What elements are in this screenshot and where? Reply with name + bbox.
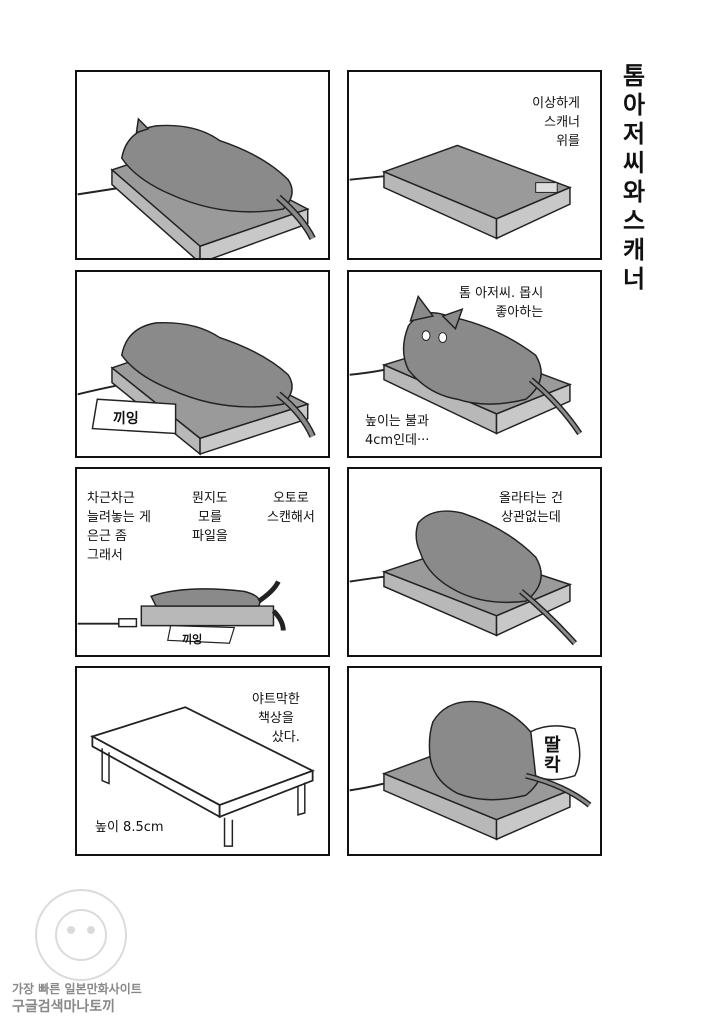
mascot-icon (35, 889, 127, 981)
watermark-logo (6, 880, 156, 1015)
panel-4: 톰 아저씨. 몹시 좋아하는 높이는 불과 4cm인데··· (347, 270, 602, 458)
panel-2-caption: 이상하게 스캐너 위를 (532, 96, 580, 149)
panel-7-caption: 야트막한 책상을 샀다. (252, 692, 300, 745)
panel-6: 올라타는 건 상관없는데 (347, 467, 602, 657)
panel-8: 딸 칵 (347, 666, 602, 856)
cat-on-back-illustration (349, 700, 592, 841)
panel-5-caption-col2: 뭔지도 모를 파일을 (192, 491, 228, 544)
panel-3-sound-effect: 끼잉 (113, 411, 139, 427)
panel-5-caption-col3: 오토로 스캔해서 (267, 491, 315, 525)
panel-5: 차근차근 늘려놓는 게 은근 좀 그래서 뭔지도 모를 파일을 오토로 스캔해서… (75, 467, 330, 657)
panel-4-caption-top: 톰 아저씨. 몹시 좋아하는 (459, 286, 544, 320)
panel-6-caption: 올라타는 건 상관없는데 (499, 491, 563, 525)
panel-5-sound-effect: 끼잉 (182, 633, 203, 646)
panel-8-sound-effect: 딸 칵 (544, 735, 561, 776)
panel-1 (75, 70, 330, 260)
panel-3: 끼잉 (75, 270, 330, 458)
low-desk-illustration (90, 706, 315, 847)
cat-rolling-illustration (349, 510, 578, 646)
cat-looking-illustration (349, 294, 583, 436)
scanner-illustration (349, 144, 572, 240)
panel-7-height-label: 높이 8.5cm (95, 820, 164, 835)
cat-on-scanner-illustration (77, 117, 316, 258)
panel-2: 이상하게 스캐너 위를 (347, 70, 602, 260)
panel-7: 야트막한 책상을 샀다. 높이 8.5cm (75, 666, 330, 856)
watermark-text-line2: 구글검색마나토끼 (12, 999, 116, 1015)
panel-5-caption-col1: 차근차근 늘려놓는 게 은근 좀 그래서 (87, 491, 151, 563)
watermark-text-line1: 가장 빠른 일본만화사이트 (12, 982, 142, 996)
scanning-illustration (77, 580, 286, 644)
panel-4-caption-bottom: 높이는 불과 4cm인데··· (365, 414, 430, 448)
cat-on-scanner-illustration (77, 321, 316, 456)
comic-title: 톰 아 저 씨 와 스 캐 너 (622, 62, 646, 293)
